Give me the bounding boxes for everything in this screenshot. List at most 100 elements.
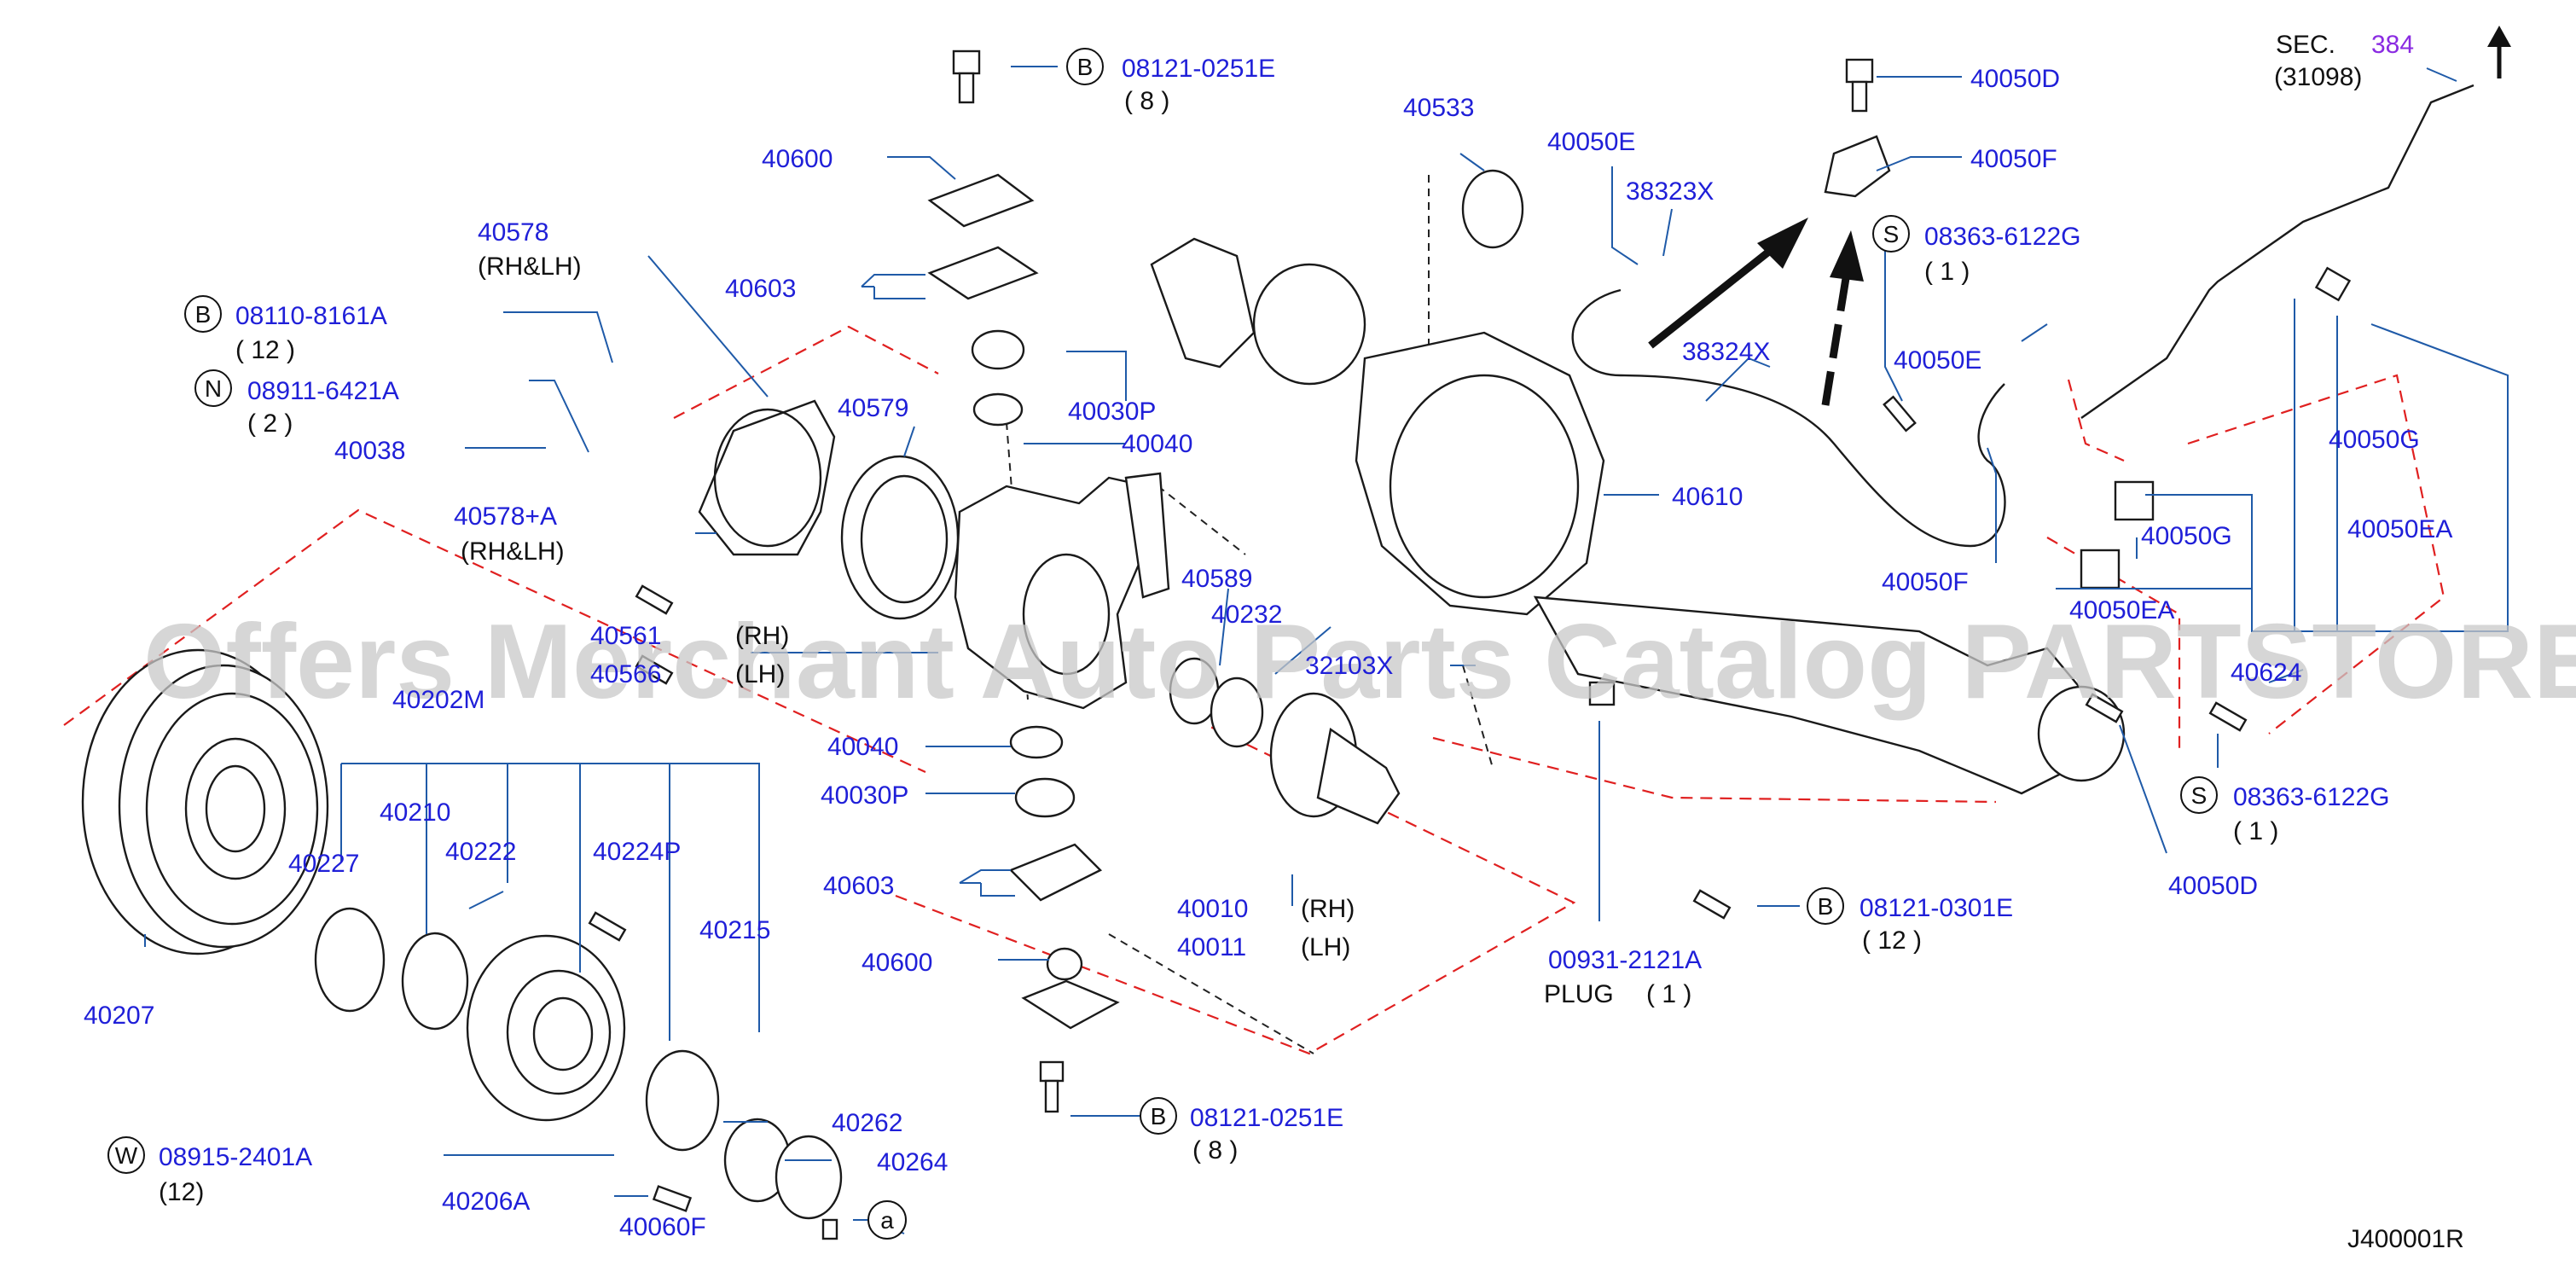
label-38323X[interactable]: 38323X: [1626, 177, 1714, 206]
label-40578A[interactable]: 40578+A: [454, 502, 557, 531]
note-plug: PLUG: [1544, 980, 1614, 1008]
label-08121-0301E[interactable]: 08121-0301E: [1859, 894, 2013, 922]
label-08121-0251E-bot[interactable]: 08121-0251E: [1190, 1104, 1343, 1132]
label-40566[interactable]: 40566: [590, 660, 661, 688]
badge-n: N: [194, 369, 232, 407]
badge-w-letter: W: [115, 1142, 138, 1169]
badge-n-letter: N: [205, 375, 222, 402]
label-40202M[interactable]: 40202M: [392, 686, 484, 714]
kingpin-parts-drawing: [927, 173, 1264, 1030]
label-08121-0251E-top[interactable]: 08121-0251E: [1122, 55, 1275, 83]
badge-b-bottom: B: [1140, 1097, 1177, 1135]
label-40603-top[interactable]: 40603: [725, 275, 796, 303]
badge-s-bottom: S: [2180, 776, 2218, 814]
note-rhlh-1: (RH&LH): [478, 253, 582, 281]
label-40210[interactable]: 40210: [380, 799, 450, 827]
axle-housing-drawing: [1150, 169, 2126, 795]
badge-b-8110-letter: B: [195, 301, 212, 328]
direction-arrows: [1648, 26, 2511, 406]
diagram-code: J400001R: [2347, 1225, 2464, 1253]
leader-lines: [144, 66, 2509, 1234]
label-40050EA-mid[interactable]: 40050EA: [2069, 596, 2174, 624]
label-40011[interactable]: 40011: [1177, 933, 1246, 961]
label-08915-2401A[interactable]: 08915-2401A: [159, 1143, 312, 1171]
qty-2: ( 2 ): [247, 409, 293, 438]
badge-b-8110: B: [184, 295, 222, 333]
label-40264[interactable]: 40264: [877, 1148, 948, 1176]
label-40533[interactable]: 40533: [1403, 94, 1474, 122]
label-40050E-top[interactable]: 40050E: [1547, 128, 1635, 156]
label-40224P[interactable]: 40224P: [593, 838, 681, 866]
label-40040-top[interactable]: 40040: [1122, 430, 1192, 458]
note-rh-1: (RH): [735, 622, 789, 650]
label-08363-6122G-bot[interactable]: 08363-6122G: [2233, 783, 2390, 811]
knuckle-drawing: [954, 472, 1170, 710]
badge-w: W: [107, 1136, 145, 1174]
label-00931-2121A[interactable]: 00931-2121A: [1548, 946, 1702, 974]
dashed-group-outlines: [63, 325, 2445, 1055]
label-40010[interactable]: 40010: [1177, 895, 1248, 923]
backing-plate-drawing: [698, 399, 836, 556]
label-40040-mid[interactable]: 40040: [827, 733, 898, 761]
label-40050D-top[interactable]: 40050D: [1970, 65, 2060, 93]
badge-s-bottom-letter: S: [2191, 782, 2208, 809]
label-40589[interactable]: 40589: [1181, 565, 1252, 593]
label-40050EA-right[interactable]: 40050EA: [2347, 515, 2452, 543]
label-40227[interactable]: 40227: [288, 850, 359, 878]
fasteners-drawing: [588, 49, 2352, 1240]
label-40262[interactable]: 40262: [832, 1109, 902, 1137]
label-40050F-mid[interactable]: 40050F: [1882, 568, 1969, 596]
label-40038[interactable]: 40038: [334, 437, 405, 465]
label-40050D-bot[interactable]: 40050D: [2168, 872, 2258, 900]
part-labels: 08121-0251E ( 8 ) 40600 40578 (RH&LH) 08…: [84, 31, 2464, 1253]
label-40207[interactable]: 40207: [84, 1002, 154, 1030]
callout-a-letter: a: [880, 1207, 894, 1234]
badge-b-0301-letter: B: [1818, 893, 1834, 920]
seal-40579-drawing: [840, 455, 960, 620]
label-40030P-top[interactable]: 40030P: [1068, 398, 1156, 426]
badges: B B N B W B S S: [107, 48, 2218, 1240]
note-lh-1: (LH): [735, 660, 785, 688]
label-40600-top[interactable]: 40600: [762, 145, 833, 173]
qty-8-bot: ( 8 ): [1192, 1136, 1238, 1164]
note-rhlh-2: (RH&LH): [461, 537, 565, 566]
qty-8-top: ( 8 ): [1124, 87, 1169, 115]
qty-1-s-bot: ( 1 ): [2233, 817, 2278, 845]
badge-s-top-letter: S: [1883, 221, 1900, 247]
note-rh-2: (RH): [1301, 895, 1355, 923]
label-08911-6421A[interactable]: 08911-6421A: [247, 377, 399, 405]
hub-drawing: [314, 907, 843, 1220]
label-40050E-mid[interactable]: 40050E: [1894, 346, 1981, 375]
label-40050G-mid[interactable]: 40050G: [2141, 522, 2232, 550]
label-38324X[interactable]: 38324X: [1682, 338, 1770, 366]
label-40206A[interactable]: 40206A: [442, 1188, 530, 1216]
label-40215[interactable]: 40215: [699, 916, 770, 944]
label-40610[interactable]: 40610: [1672, 483, 1743, 511]
badge-b-0301: B: [1807, 887, 1844, 925]
label-08110-8161A[interactable]: 08110-8161A: [235, 302, 387, 330]
qty-12-b: ( 12 ): [1862, 926, 1922, 955]
label-40578[interactable]: 40578: [478, 218, 548, 247]
brake-rotor-drawing: [81, 648, 329, 955]
label-40600-bot[interactable]: 40600: [862, 949, 932, 977]
note-lh-2: (LH): [1301, 933, 1350, 961]
qty-1-plug: ( 1 ): [1646, 980, 1691, 1008]
label-40060F[interactable]: 40060F: [619, 1213, 706, 1241]
label-08363-6122G-top[interactable]: 08363-6122G: [1924, 223, 2081, 251]
label-40624[interactable]: 40624: [2231, 659, 2301, 687]
badge-b-top: B: [1066, 48, 1104, 85]
label-40030P-mid[interactable]: 40030P: [821, 781, 908, 810]
badge-b-top-letter: B: [1077, 54, 1094, 80]
section-number[interactable]: 384: [2371, 31, 2414, 59]
brake-hoses-drawing: [1571, 84, 2474, 548]
label-40050F-top[interactable]: 40050F: [1970, 145, 2057, 173]
label-32103X[interactable]: 32103X: [1305, 652, 1393, 680]
label-40222[interactable]: 40222: [445, 838, 516, 866]
label-40603-bot[interactable]: 40603: [823, 872, 894, 900]
label-40579[interactable]: 40579: [838, 394, 908, 422]
label-40561[interactable]: 40561: [590, 622, 661, 650]
watermark-text: Offers Merchant Auto Parts Catalog PARTS…: [143, 603, 2576, 721]
label-40232[interactable]: 40232: [1211, 601, 1282, 629]
label-40050G-right[interactable]: 40050G: [2329, 426, 2420, 454]
